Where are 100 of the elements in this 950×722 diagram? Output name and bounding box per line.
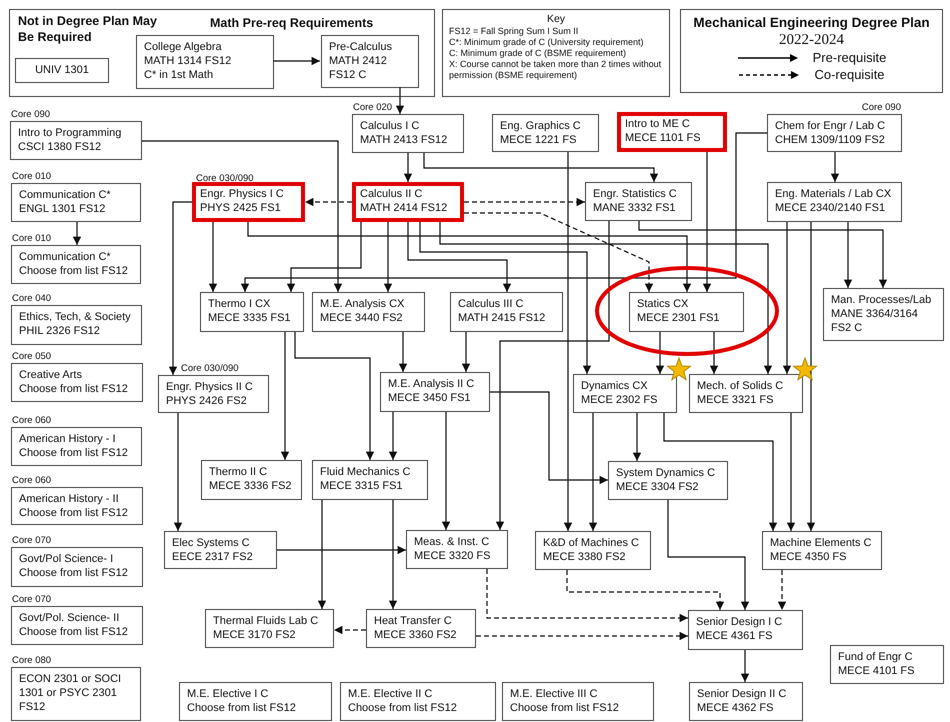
arrow <box>439 222 772 374</box>
course-title: American History - I <box>19 432 117 446</box>
arrow <box>168 201 192 375</box>
course-title: Senior Design II C <box>697 687 788 701</box>
course-title: Engr. Statistics C <box>593 187 678 201</box>
arrow <box>294 332 374 460</box>
course-title: Intro to Programming <box>18 126 122 140</box>
course-title: Ethics, Tech, & Society <box>19 310 132 324</box>
key-note: C: Minimum grade of C (BSME requirement) <box>449 48 628 59</box>
course-box <box>450 292 563 332</box>
course-detail: FS12 C <box>329 68 368 82</box>
course-title: Communication C* <box>19 250 112 264</box>
course-detail: MANE 3332 FS1 <box>593 201 677 215</box>
key-note: FS12 = Fall Spring Sum I Sum II <box>449 26 580 37</box>
diagram-title: Mechanical Engineering Degree Plan <box>692 14 931 31</box>
course-title: Eng. Materials / Lab CX <box>775 187 892 201</box>
course-detail: Choose from list FS12 <box>510 701 620 715</box>
course-title: Fluid Mechanics C <box>320 465 412 479</box>
course-detail: Choose from list FS12 <box>19 566 129 580</box>
key-note: C*: Minimum grade of C (University requirement) <box>449 37 645 48</box>
course-detail: MECE 3450 FS1 <box>388 391 472 405</box>
arrow <box>247 222 692 292</box>
arrow <box>273 56 320 66</box>
course-title: UNIV 1301 <box>34 63 90 77</box>
course-box <box>689 374 803 413</box>
arrow <box>280 332 290 460</box>
course-detail: MECE 3170 FS2 <box>213 628 297 642</box>
course-detail: Choose from list FS12 <box>187 701 297 715</box>
group-panel <box>9 9 435 97</box>
arrow <box>398 332 408 372</box>
course-title: K&D of Machines C <box>543 536 640 550</box>
arrow <box>384 222 392 292</box>
course-box <box>830 645 944 684</box>
course-detail: MANE 3364/3164 <box>831 307 919 321</box>
course-box <box>617 112 727 152</box>
course-title: American History - II <box>19 492 120 506</box>
arrow <box>142 140 342 292</box>
course-detail: Choose from list FS12 <box>19 382 129 396</box>
core-label: Core 060 <box>12 415 52 427</box>
course-detail: CSCI 1380 FS12 <box>18 140 102 154</box>
arrow <box>240 132 767 292</box>
arrow <box>407 222 512 292</box>
arrow <box>786 413 796 531</box>
arrow <box>782 222 792 374</box>
course-title: Engr. Physics I C <box>200 187 285 201</box>
arrow <box>388 500 398 609</box>
legend-label: Pre-requisite <box>812 50 886 65</box>
arrow <box>663 413 778 531</box>
course-box <box>205 609 334 648</box>
course-box <box>366 609 476 648</box>
core-label: Core 020 <box>353 102 392 114</box>
course-detail: MECE 2301 FS1 <box>637 311 721 325</box>
arrow <box>486 569 688 622</box>
course-detail: Choose from list FS12 <box>19 446 129 460</box>
course-title: Machine Elements C <box>770 536 872 550</box>
key-heading: Key <box>546 13 566 26</box>
course-box <box>312 460 428 500</box>
course-box <box>380 372 490 412</box>
course-box <box>585 182 692 221</box>
arrow <box>442 412 450 530</box>
course-title: Calculus I C <box>360 119 420 133</box>
course-detail: MECE 2340/2140 FS1 <box>775 201 886 215</box>
course-title: Communication C* <box>19 188 112 202</box>
core-label: Core 030/090 <box>196 173 254 185</box>
course-box <box>15 58 109 83</box>
course-title: Eng. Graphics C <box>500 119 582 133</box>
course-detail: CHEM 1309/1109 FS2 <box>775 133 886 147</box>
arrow <box>778 570 786 610</box>
core-label: Core 040 <box>12 293 52 305</box>
course-detail: PHYS 2426 FS2 <box>166 394 248 408</box>
course-box <box>502 682 654 721</box>
arrow <box>462 332 470 372</box>
course-detail: MECE 3380 FS2 <box>543 550 627 564</box>
course-box <box>200 292 304 332</box>
core-label: Core 080 <box>12 655 52 667</box>
course-detail: MECE 3440 FS2 <box>320 311 404 325</box>
course-box <box>629 292 744 332</box>
arrow <box>490 391 608 484</box>
arrow <box>566 570 724 610</box>
course-detail: PHIL 2326 FS12 <box>19 324 101 338</box>
course-box <box>823 288 944 341</box>
course-box <box>201 460 302 500</box>
course-detail: MECE 3320 FS <box>414 549 492 563</box>
course-title: College Algebra <box>144 40 223 54</box>
course-box <box>352 182 464 222</box>
course-detail: MATH 2414 FS12 <box>360 201 448 215</box>
arrow <box>830 152 840 182</box>
course-title: M.E. Analysis II C <box>388 377 476 391</box>
arrow <box>404 153 412 182</box>
course-detail: MECE 3360 FS2 <box>374 628 458 642</box>
arrow <box>476 632 688 640</box>
course-title: Elec Systems C <box>172 536 251 550</box>
course-title: M.E. Elective I C <box>187 687 270 701</box>
arrow <box>667 500 750 610</box>
course-detail: MECE 3336 FS2 <box>209 479 293 493</box>
course-detail: PHYS 2425 FS1 <box>200 201 282 215</box>
course-detail: Choose from list FS12 <box>19 625 129 639</box>
course-box <box>136 35 274 89</box>
course-box <box>406 530 508 569</box>
course-title: Govt/Pol Science- I <box>19 552 114 566</box>
